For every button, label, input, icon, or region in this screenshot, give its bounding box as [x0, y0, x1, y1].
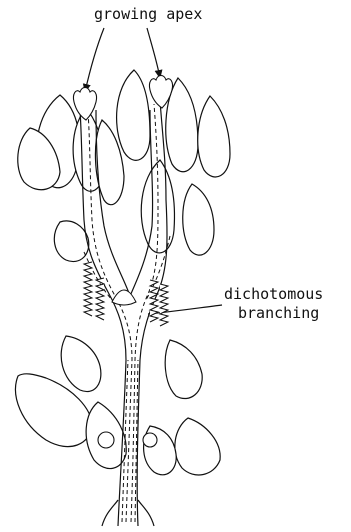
dichotomy-crown	[112, 290, 136, 305]
lobe-upper-right-2	[198, 96, 230, 177]
apex-arrow-right	[147, 28, 160, 78]
lobe-mid-right	[183, 184, 214, 255]
lobes	[16, 70, 230, 475]
pinnate-left-outer	[84, 262, 92, 316]
bulb-left	[98, 432, 114, 448]
bulbs	[98, 432, 157, 448]
dichotomous-label: dichotomous	[224, 285, 323, 303]
base-flare-right	[138, 500, 154, 526]
base-flare-left	[102, 500, 118, 526]
bulb-right	[143, 433, 157, 447]
lobe-upper-middle	[117, 70, 150, 160]
branching-label: branching	[238, 304, 319, 322]
lobe-mid-left	[54, 221, 88, 262]
lobe-lower-right	[165, 340, 202, 399]
lobe-lower-left	[61, 336, 101, 392]
apex-arrow-left	[85, 28, 104, 92]
apex-left	[73, 88, 96, 121]
pinnate-structures	[84, 262, 168, 326]
pinnate-right-inner	[150, 280, 158, 322]
growing-apex-label: growing apex	[94, 5, 202, 23]
pinnate-right-outer	[160, 284, 168, 326]
dichotomy-pointer	[148, 305, 222, 314]
lobe-bottom-right	[175, 418, 220, 475]
